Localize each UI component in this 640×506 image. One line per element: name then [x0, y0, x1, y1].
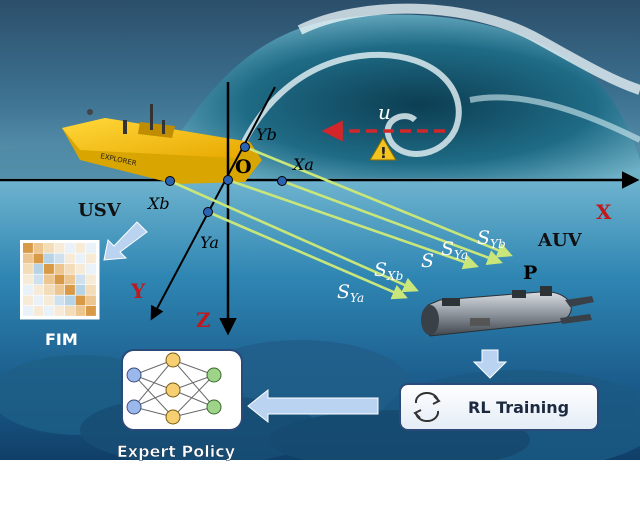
fim-cell [23, 243, 33, 253]
rl-training-box [399, 383, 599, 431]
beam-s [227, 178, 479, 270]
z-axis-label: Z [196, 308, 211, 332]
signal-s-ya: SYa [441, 238, 468, 262]
signal-s-xb: SXb [374, 259, 403, 283]
arrow-usv-to-fim [103, 221, 148, 261]
refresh-icon [413, 391, 441, 423]
fim-cell [23, 274, 33, 285]
fim-cell [54, 274, 65, 285]
warning-icon: ! [369, 137, 397, 162]
fim-cell [86, 285, 96, 295]
xa-label: Xa [291, 155, 314, 174]
fim-cell [75, 306, 86, 316]
disturbance-label: u [378, 100, 391, 124]
fim-cell [33, 306, 44, 316]
fim-cell [75, 264, 86, 274]
beam-s-xb [169, 179, 419, 293]
fim-cell [54, 285, 65, 295]
fim-cell [86, 306, 96, 316]
y-axis-label: Y [130, 279, 146, 303]
fim-cell [86, 264, 96, 274]
fim-cell [33, 253, 44, 264]
beam-s-ya [207, 210, 408, 300]
point-p-label: P [523, 262, 537, 284]
fim-cell [44, 264, 54, 274]
fim-cell [44, 253, 54, 264]
yb-label: Yb [256, 125, 277, 144]
fim-matrix [20, 240, 100, 320]
fim-label: FIM [45, 330, 78, 349]
fim-cell [75, 243, 86, 253]
fim-cell [44, 274, 54, 285]
x-axis-label: X [596, 200, 612, 224]
beam-s-xa [281, 179, 503, 265]
fim-cell [54, 264, 65, 274]
y-axis [150, 86, 276, 321]
fim-cell [75, 285, 86, 295]
fim-cell [44, 243, 54, 253]
fim-cell [86, 274, 96, 285]
fim-cell [75, 295, 86, 306]
fim-cell [65, 274, 75, 285]
auv-vehicle [421, 286, 594, 337]
arrow-rl-to-expert [247, 388, 379, 424]
arrow-auv-to-rl [472, 349, 508, 379]
fim-cell [54, 243, 65, 253]
fim-cell [65, 253, 75, 264]
beacon-xb [165, 176, 175, 186]
signal-s: S [421, 250, 434, 272]
fim-cell [33, 285, 44, 295]
beacon-yb [240, 142, 250, 152]
fim-cell [54, 306, 65, 316]
fim-cell [23, 306, 33, 316]
expert-policy-label: Expert Policy [117, 442, 236, 461]
beam-group [169, 145, 513, 300]
svg-text:!: ! [380, 144, 387, 162]
fim-cell [86, 243, 96, 253]
fim-cell [54, 295, 65, 306]
fim-cell [33, 295, 44, 306]
ya-label: Ya [200, 233, 219, 252]
fim-cell [44, 295, 54, 306]
beam-s-yb [244, 145, 513, 258]
beacon-ya [203, 207, 213, 217]
fim-cell [54, 253, 65, 264]
fim-cell [65, 306, 75, 316]
beacon-xa [277, 176, 287, 186]
signal-s-yb: SYb [477, 227, 506, 251]
fim-cell [65, 295, 75, 306]
usv-label: USV [78, 200, 122, 221]
rl-training-label: RL Training [468, 398, 569, 417]
fim-cell [44, 306, 54, 316]
fim-cell [65, 285, 75, 295]
fim-cell [33, 243, 44, 253]
fim-cell [75, 274, 86, 285]
fim-cell [33, 264, 44, 274]
beacon-origin [223, 175, 233, 185]
fim-cell [75, 253, 86, 264]
fim-cell [86, 253, 96, 264]
fim-cell [86, 295, 96, 306]
expert-policy-box [121, 349, 243, 431]
fim-cell [33, 274, 44, 285]
auv-label: AUV [537, 230, 583, 251]
fim-cell [23, 264, 33, 274]
xb-label: Xb [146, 194, 170, 213]
fim-cell [23, 285, 33, 295]
fim-cell [44, 285, 54, 295]
usv-boat: EXPLORER [62, 104, 262, 184]
fim-cell [65, 243, 75, 253]
fim-cell [23, 253, 33, 264]
bottom-white-strip [0, 460, 640, 506]
fim-cell [23, 295, 33, 306]
origin-label: O [235, 156, 252, 178]
signal-s-ya-lower: SYa [337, 281, 364, 305]
neural-network-icon [126, 352, 222, 425]
fim-cell [65, 264, 75, 274]
